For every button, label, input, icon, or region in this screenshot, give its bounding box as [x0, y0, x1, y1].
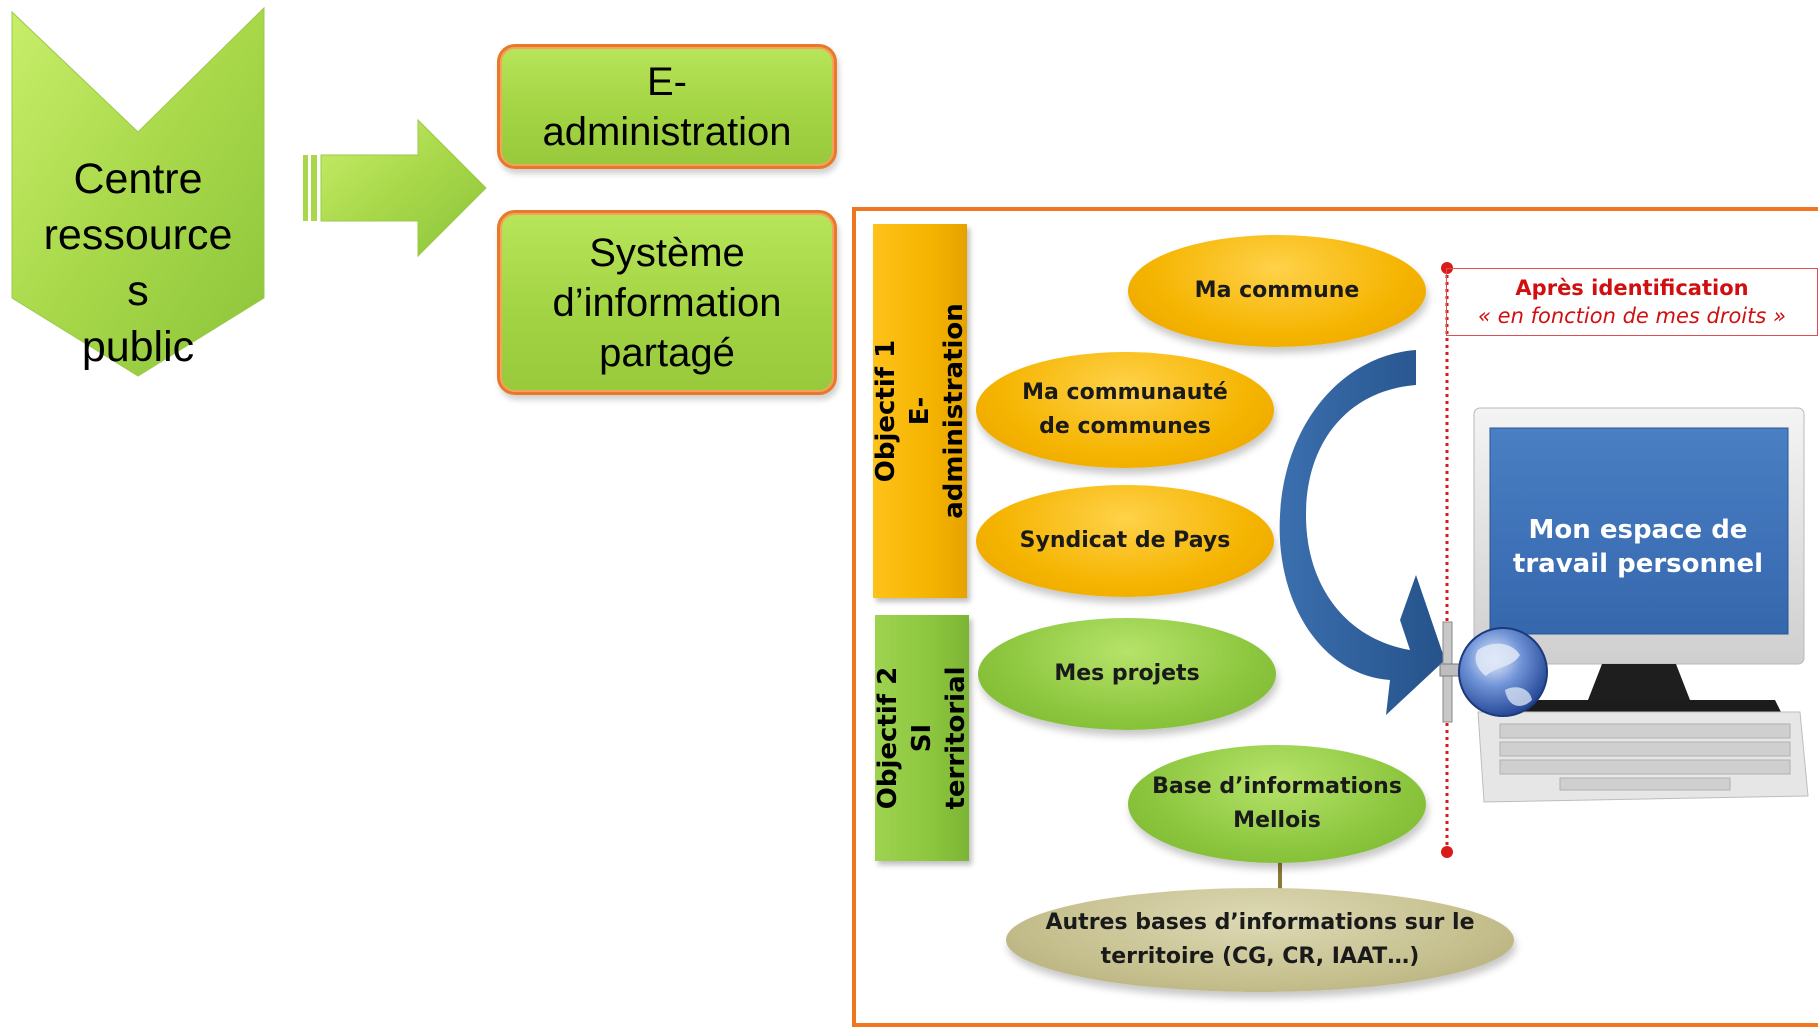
- right-arrow-icon: [303, 118, 487, 258]
- oval-syndicat: Syndicat de Pays: [976, 485, 1274, 597]
- systeme-information-box: Système d’information partagé: [497, 210, 837, 395]
- oval-ma-commune: Ma commune: [1128, 235, 1426, 347]
- computer-icon: [1473, 407, 1809, 803]
- chevron-shape: [11, 6, 265, 377]
- oval-autres-bases: Autres bases d’informations sur le terri…: [1006, 888, 1514, 992]
- note-subtitle: « en fonction de mes droits »: [1478, 304, 1786, 328]
- objectif2-label: Objectif 2 SI territorial: [873, 666, 971, 810]
- oval-mes-projets: Mes projets: [978, 618, 1276, 730]
- objectif1-label: Objectif 1 E-administration: [871, 303, 969, 519]
- oval-communaute: Ma communauté de communes: [976, 352, 1274, 468]
- objectif1-bar: Objectif 1 E-administration: [871, 224, 969, 598]
- screen-label: Mon espace de travail personnel: [1512, 515, 1764, 579]
- e-administration-box: E- administration: [497, 44, 837, 169]
- globe-icon: [1439, 621, 1548, 723]
- oval-base-mellois: Base d’informations Mellois: [1128, 745, 1426, 863]
- diagram-canvas: [11, 6, 1809, 906]
- curved-arrow-icon: [1279, 350, 1445, 715]
- note-title: Après identification: [1515, 276, 1749, 300]
- objectif2-bar: Objectif 2 SI territorial: [873, 615, 971, 861]
- identification-note: Après identification « en fonction de me…: [1446, 268, 1818, 336]
- centre-ressources-label: Centre ressource s public: [43, 155, 233, 371]
